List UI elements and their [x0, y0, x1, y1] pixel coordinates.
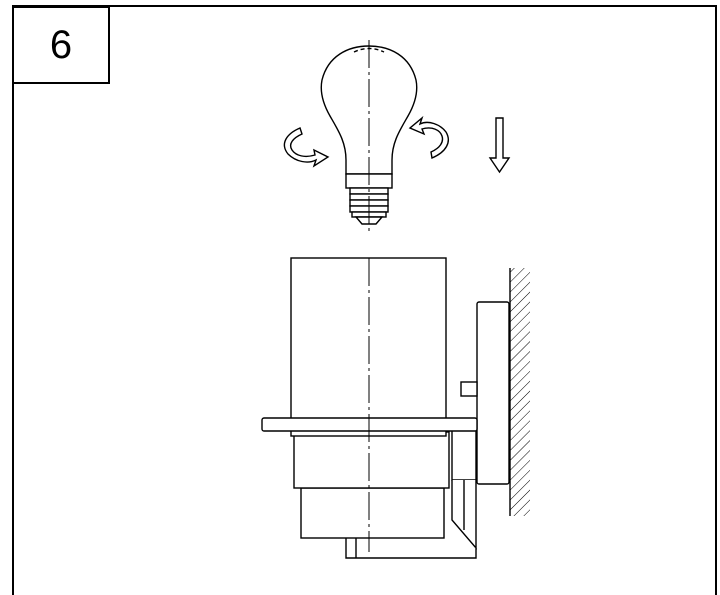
- wall-hatch: [510, 268, 530, 516]
- light-fixture: [261, 257, 530, 559]
- frame-border: [12, 5, 717, 595]
- light-bulb-icon: [320, 40, 418, 232]
- step-number-box: 6: [12, 6, 110, 84]
- step-number: 6: [49, 23, 73, 67]
- down-arrow-icon: [488, 117, 511, 174]
- rotate-right-icon: [408, 115, 450, 159]
- rotate-left-icon: [283, 127, 330, 168]
